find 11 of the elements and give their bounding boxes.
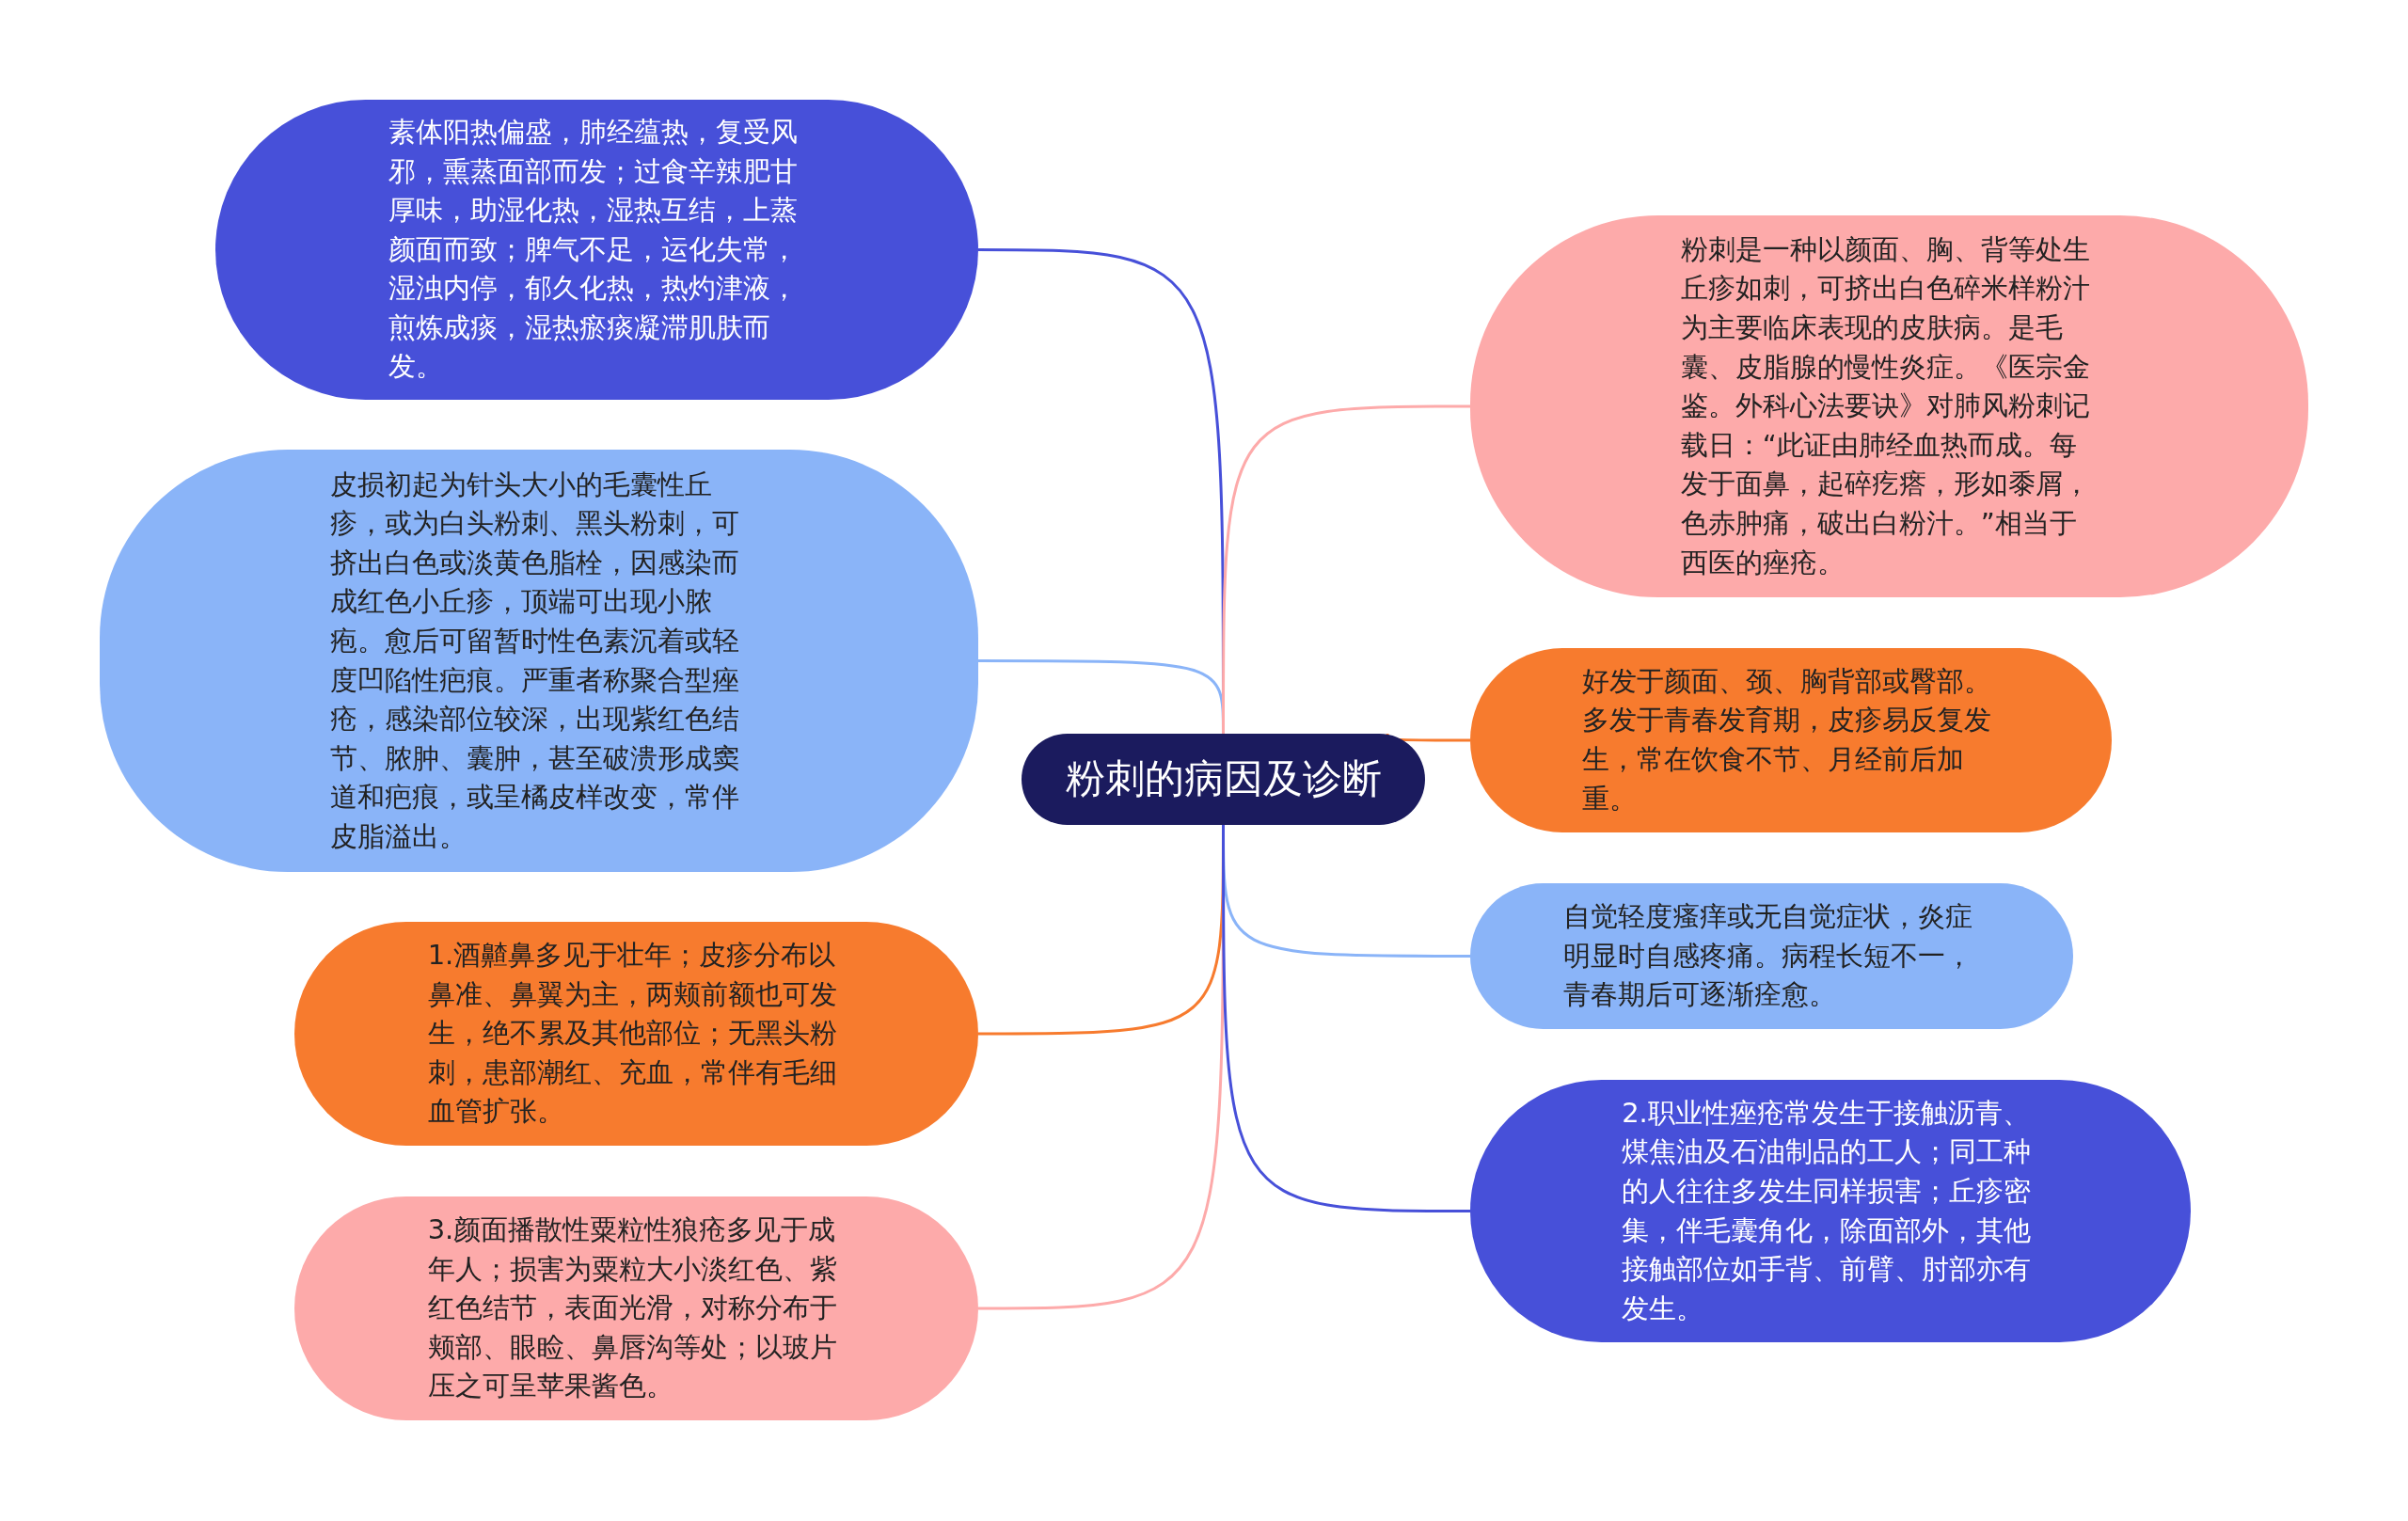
topic-text: 好发于颜面、颈、胸背部或臀部。多发于青春发育期，皮疹易反复发生，常在饮食不节、月经前后加重。 [1582, 663, 1993, 816]
topic-text: 3.颜面播散性粟粒性狼疮多见于成年人；损害为粟粒大小淡红色、紫红色结节，表面光滑，对称分布于颊部、眼睑、鼻唇沟等处；以玻片压之可呈苹果酱色。 [427, 1212, 838, 1404]
topic-text: 皮损初起为针头大小的毛囊性丘疹，或为白头粉刺、黑头粉刺，可挤出白色或淡黄色脂栓，因感染而成红色小丘疹，顶端可出现小脓疱。愈后可留暂时性色素沉着或轻度凹陷性疤痕。严重者称聚合型痤疮，感染部位较深，出现紫红色结节、脓肿、囊肿，甚至破溃形成窦道和疤痕，或呈橘皮样改变，常伴皮脂溢出。 [330, 467, 741, 854]
connector-line [1222, 825, 1470, 1212]
topic-text: 粉刺是一种以颜面、胸、背等处生丘疹如刺，可挤出白色碎米样粉汁为主要临床表现的皮肤病。是毛囊、皮脂腺的慢性炎症。《医宗金鉴。外科心法要诀》对肺风粉刺记载日：“此证由肺经血热而成。每发于面鼻，起碎疙瘩，形如黍屑，色赤肿痛，破出白粉汁。”相当于西医的痤疮。 [1680, 231, 2091, 580]
topic-text: 素体阳热偏盛，肺经蕴热，复受风邪，熏蒸面部而发；过食辛辣肥甘厚味，助湿化热，湿热互结，上蒸颜面而致；脾气不足，运化失常，湿浊内停，郁久化热，热灼津液，煎炼成痰，湿热瘀痰凝滞肌肤而发。 [388, 114, 799, 385]
topic-text: 自觉轻度瘙痒或无自觉症状，炎症明显时自感疼痛。病程长短不一，青春期后可逐渐痊愈。 [1562, 899, 1973, 1013]
topic-text: 1.酒齄鼻多见于壮年；皮疹分布以鼻准、鼻翼为主，两颊前额也可发生，绝不累及其他部位；无黑头粉刺，患部潮红、充血，常伴有毛细血管扩张。 [427, 938, 838, 1130]
connector-line [1222, 404, 1470, 734]
topic-text: 2.职业性痤疮常发生于接触沥青、煤焦油及石油制品的工人；同工种的人往往多发生同样损害；丘疹密集，伴毛囊角化，除面部外，其他接触部位如手背、前臂、肘部亦有发生。 [1622, 1095, 2033, 1326]
topic-title: 粉刺的病因及诊断 [1065, 755, 1382, 803]
